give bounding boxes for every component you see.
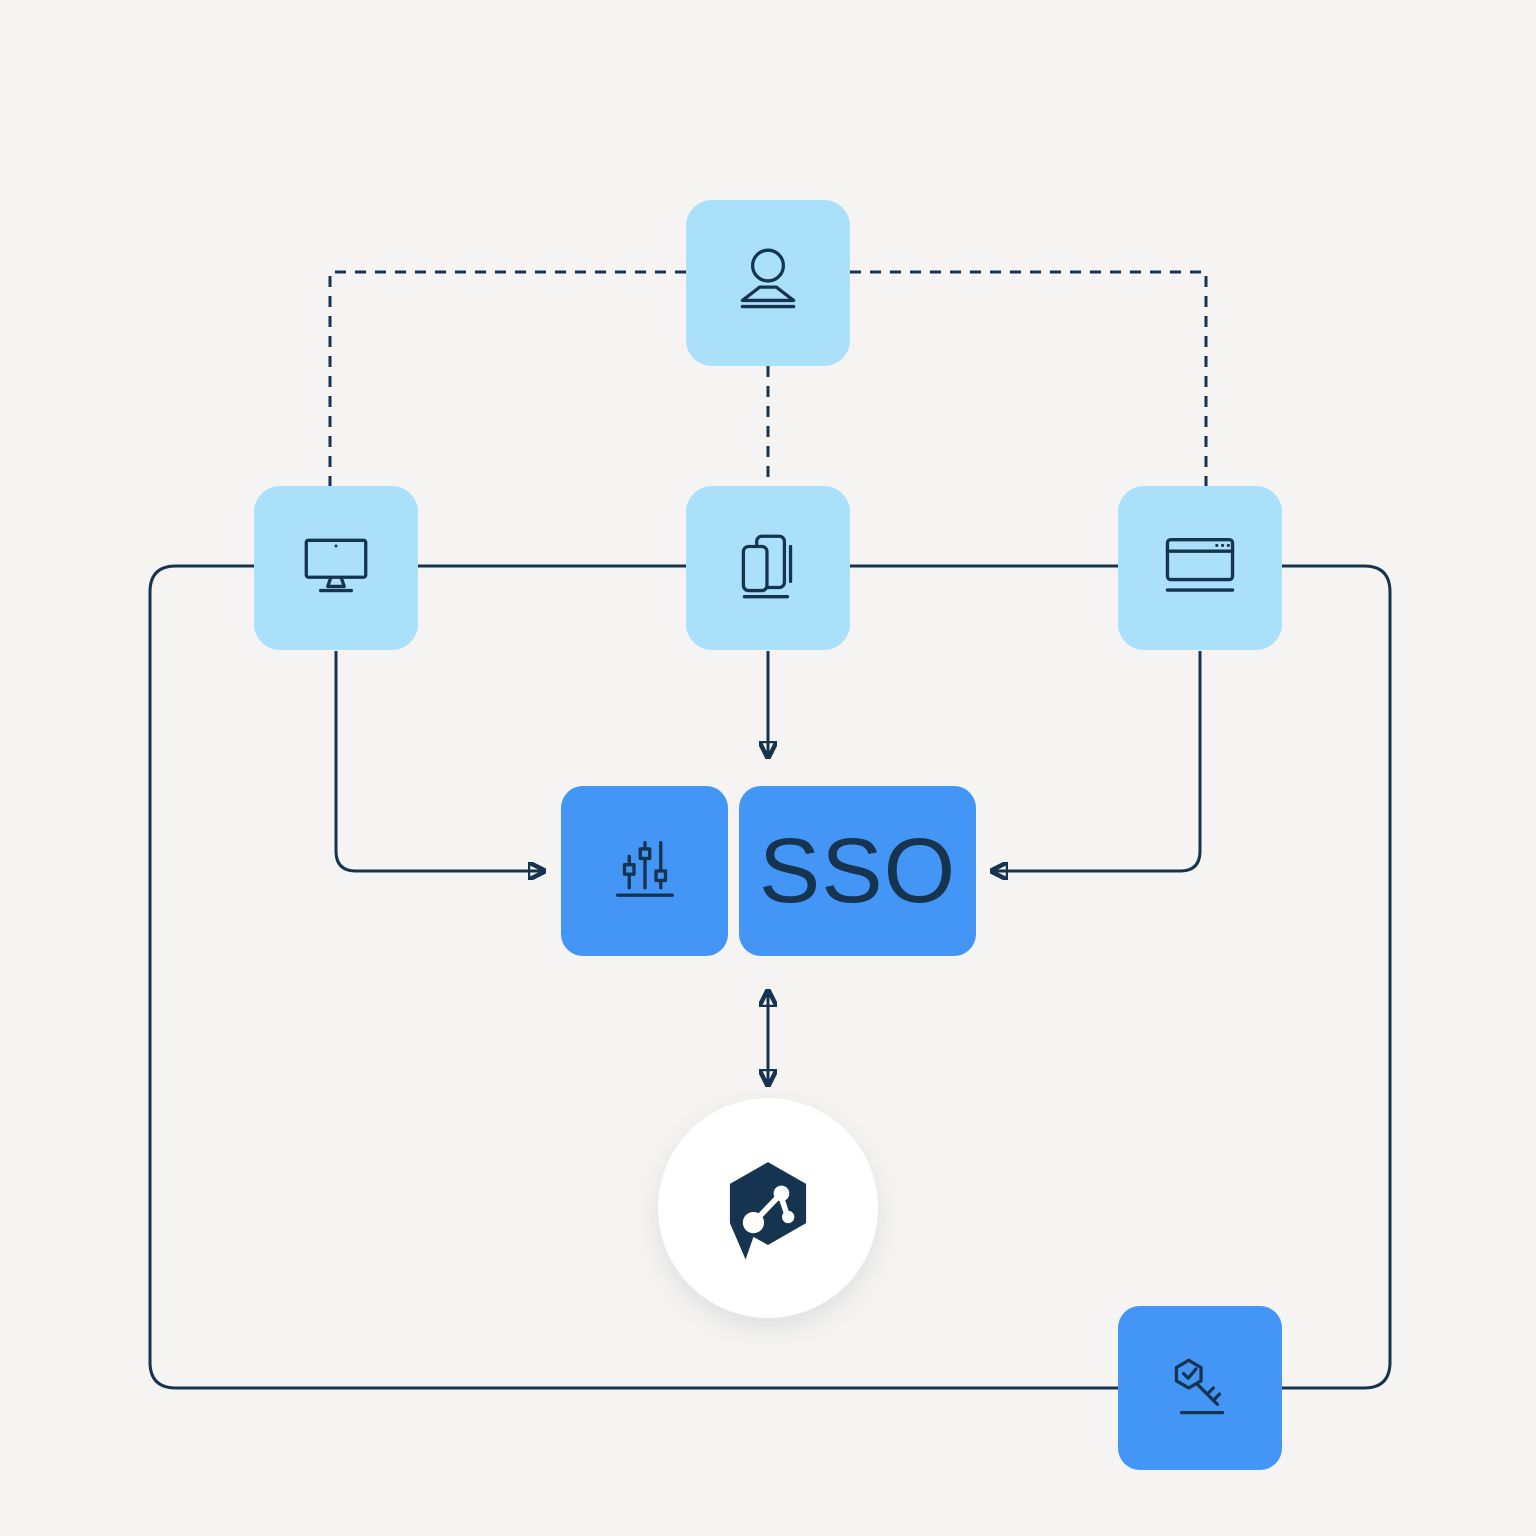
desktop-node: [254, 486, 418, 650]
hexagon-chat-share-icon: [729, 1162, 807, 1260]
arrow-browser-to-sso: [993, 651, 1202, 871]
desktop-computer-icon: [304, 538, 368, 593]
sso-node: SSO: [739, 786, 976, 956]
sliders-icon: [615, 840, 674, 897]
key-check-icon: [1174, 1358, 1225, 1415]
dashed-link-user-desktop: [328, 270, 686, 486]
arrow-desktop-to-controls: [334, 651, 543, 871]
hub-node: [658, 1098, 878, 1318]
dashed-link-user-browser: [850, 270, 1208, 486]
user-node: [686, 200, 850, 366]
browser-window-icon: [1165, 537, 1235, 592]
mobile-devices-icon: [741, 534, 793, 599]
controls-node: [561, 786, 728, 956]
mobile-node: [686, 486, 850, 650]
browser-node: [1118, 486, 1282, 650]
sso-label: SSO: [758, 820, 957, 922]
outer-loop-line: [148, 564, 1392, 1390]
key-node: [1118, 1306, 1282, 1470]
user-icon: [740, 248, 796, 309]
